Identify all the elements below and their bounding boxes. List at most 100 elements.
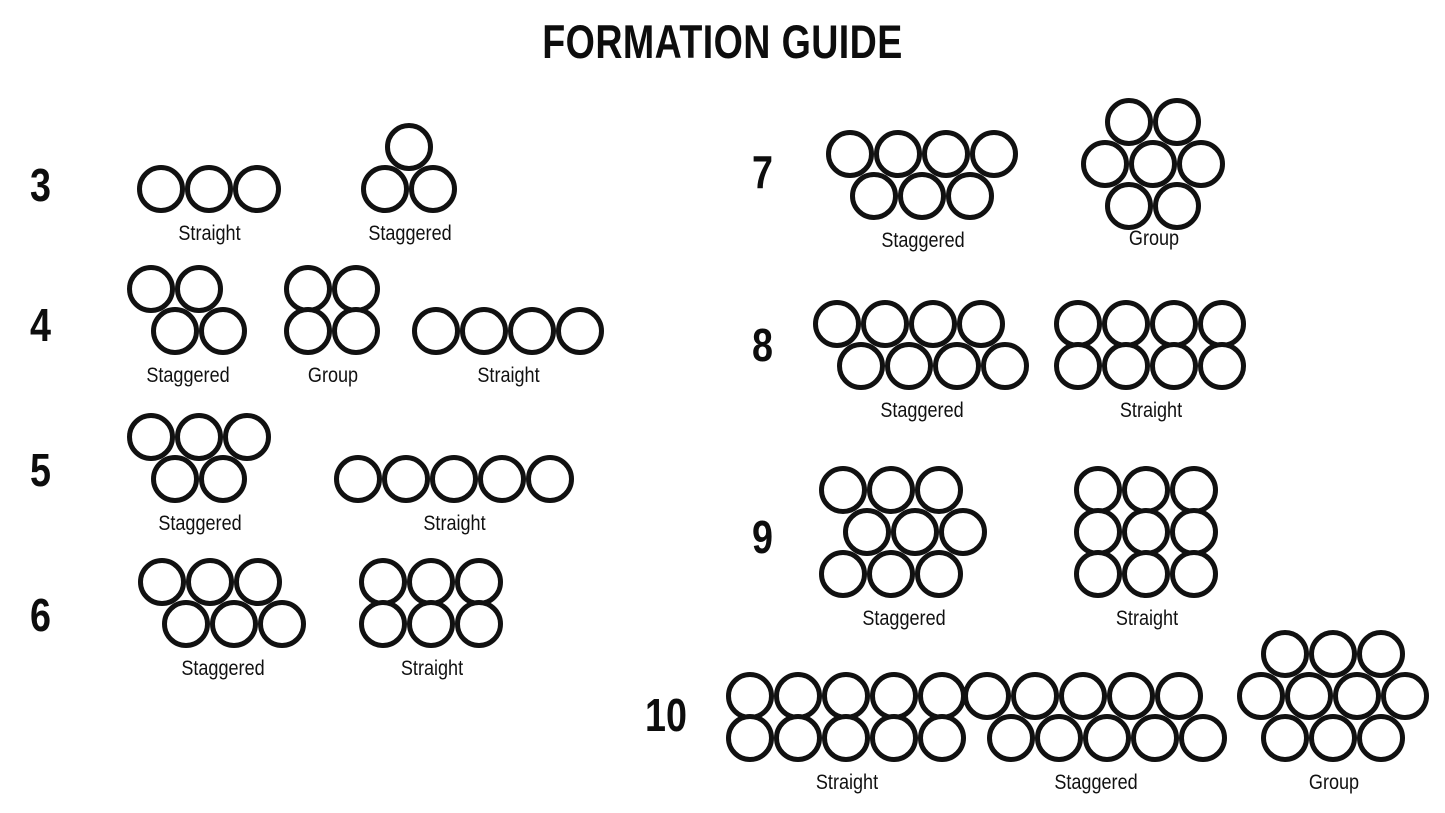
formation-circle: [1107, 672, 1155, 720]
formation-circle: [850, 172, 898, 220]
formation-circle: [151, 455, 199, 503]
formation-circle: [407, 558, 455, 606]
formation-variant-10-group: Group: [1236, 630, 1432, 794]
formation-circle: [382, 455, 430, 503]
formation-circle: [185, 165, 233, 213]
formation-circle: [726, 672, 774, 720]
formation-circle: [1285, 672, 1333, 720]
formation-variant-label: Straight: [423, 512, 486, 535]
formation-circle: [861, 300, 909, 348]
formation-variant-label: Staggered: [146, 364, 230, 387]
formation-circle: [915, 466, 963, 514]
formation-circle: [1153, 98, 1201, 146]
formation-circle: [970, 130, 1018, 178]
formation-variant-label: Straight: [1115, 607, 1179, 630]
formation-circle: [1054, 300, 1102, 348]
formation-variant-label: Group: [1308, 771, 1360, 794]
formation-circle: [508, 307, 556, 355]
formation-variant-label: Staggered: [1054, 771, 1138, 794]
formation-circles: [1081, 98, 1225, 230]
formation-circle: [826, 130, 874, 178]
formation-circle: [1129, 140, 1177, 188]
formation-variant-label: Straight: [1119, 399, 1183, 422]
formation-circles: [813, 300, 1029, 390]
formation-circle: [162, 600, 210, 648]
formation-circle: [726, 714, 774, 762]
formation-circle: [1150, 300, 1198, 348]
formation-circle: [223, 413, 271, 461]
formation-circle: [918, 714, 966, 762]
formation-variant-label: Staggered: [880, 399, 964, 422]
formation-circles: [361, 123, 457, 213]
formation-circle: [963, 672, 1011, 720]
formation-variant-label: Staggered: [158, 512, 242, 535]
formation-circle: [1105, 182, 1153, 230]
formation-variant-5-staggered: Staggered: [126, 413, 274, 535]
formation-circle: [867, 466, 915, 514]
formation-circle: [822, 714, 870, 762]
formation-variant-5-straight: Straight: [334, 455, 575, 535]
formation-circle: [987, 714, 1035, 762]
formation-variant-8-straight: Straight: [1053, 300, 1249, 422]
formation-circle: [460, 307, 508, 355]
formation-circles: [1054, 300, 1246, 390]
formation-circle: [284, 265, 332, 313]
formation-circle: [1153, 182, 1201, 230]
formation-circle: [1122, 466, 1170, 514]
formation-circle: [1074, 466, 1122, 514]
formation-variant-4-staggered: Staggered: [126, 265, 250, 387]
formation-circle: [1170, 508, 1218, 556]
formation-circle: [1198, 300, 1246, 348]
formation-circle: [186, 558, 234, 606]
formation-circle: [210, 600, 258, 648]
formation-circle: [918, 672, 966, 720]
formation-circle: [1102, 342, 1150, 390]
formation-circle: [819, 466, 867, 514]
formation-circle: [774, 672, 822, 720]
formation-circles: [1237, 630, 1429, 762]
formation-circle: [915, 550, 963, 598]
formation-variant-9-straight: Straight: [1073, 466, 1221, 630]
formation-count-6: 6: [30, 589, 51, 641]
formation-circle: [1177, 140, 1225, 188]
formation-variant-3-straight: Straight: [137, 165, 282, 245]
formation-circle: [885, 342, 933, 390]
formation-circle: [1381, 672, 1429, 720]
formation-circle: [837, 342, 885, 390]
formation-circle: [334, 455, 382, 503]
formation-variant-label: Straight: [178, 222, 241, 245]
formation-circle: [258, 600, 306, 648]
formation-circle: [1054, 342, 1102, 390]
formation-circle: [127, 413, 175, 461]
formation-variant-9-staggered: Staggered: [818, 466, 990, 630]
formation-circle: [1261, 714, 1309, 762]
formation-variant-3-staggered: Staggered: [360, 123, 460, 245]
formation-circle: [332, 307, 380, 355]
formation-circle: [774, 714, 822, 762]
formation-circle: [361, 165, 409, 213]
formation-circle: [478, 455, 526, 503]
formation-circle: [359, 558, 407, 606]
formation-circle: [199, 307, 247, 355]
formation-circle: [199, 455, 247, 503]
formation-circle: [1170, 550, 1218, 598]
formation-circle: [407, 600, 455, 648]
formation-variant-10-staggered: Staggered: [962, 672, 1230, 794]
formation-count-3: 3: [30, 159, 51, 211]
formation-circle: [870, 714, 918, 762]
formation-circle: [137, 165, 185, 213]
formation-count-5: 5: [30, 444, 51, 496]
formation-variant-4-straight: Straight: [412, 307, 605, 387]
formation-circle: [1122, 508, 1170, 556]
formation-circle: [332, 265, 380, 313]
formation-circle: [922, 130, 970, 178]
formation-variant-label: Straight: [400, 657, 464, 680]
formation-circle: [526, 455, 574, 503]
formation-variant-7-staggered: Staggered: [825, 130, 1021, 252]
formation-count-7: 7: [752, 146, 773, 198]
formation-circles: [819, 466, 987, 598]
formation-circle: [138, 558, 186, 606]
formation-circles: [284, 265, 380, 355]
formation-circle: [1237, 672, 1285, 720]
formation-circle: [1105, 98, 1153, 146]
